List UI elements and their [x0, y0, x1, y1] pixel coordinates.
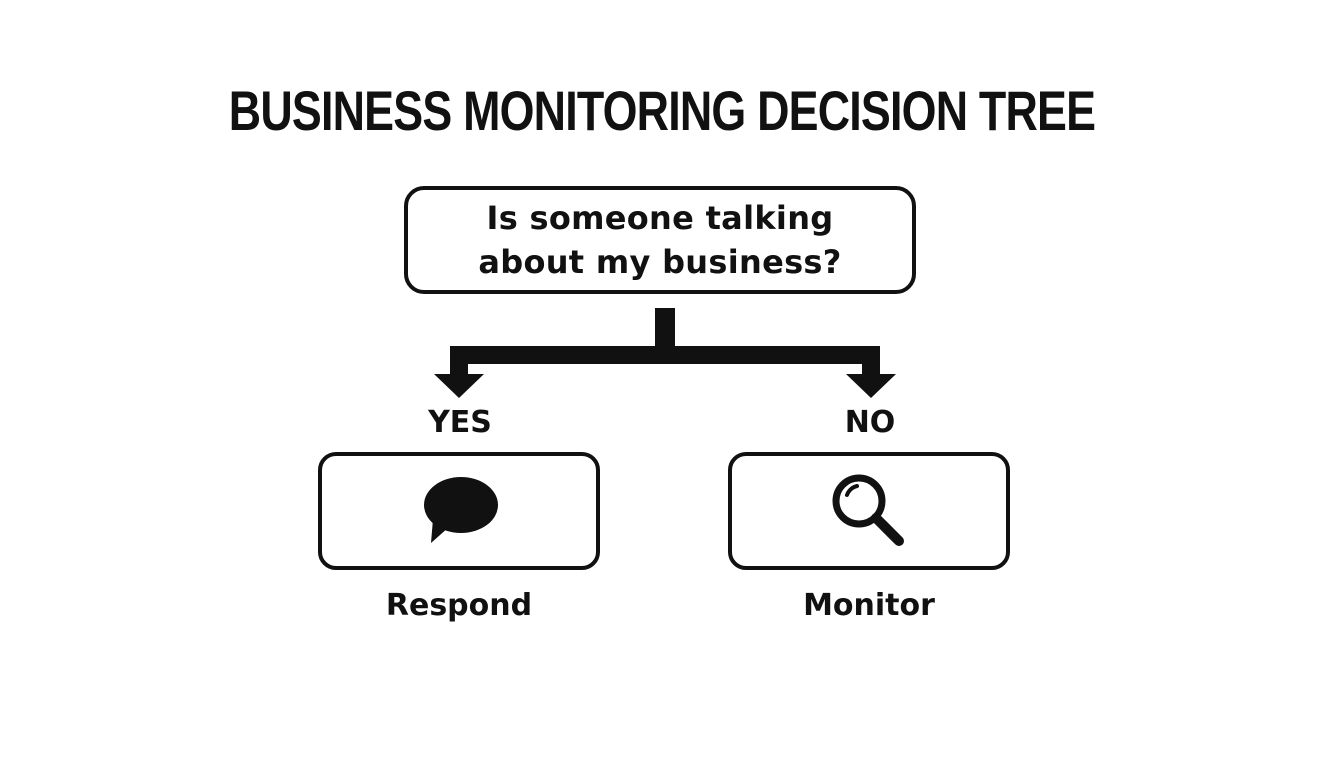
branch-label-yes: YES: [428, 405, 492, 440]
arrow-no: [846, 374, 896, 398]
speech-bubble-icon: [424, 477, 498, 543]
connector-left-drop: [450, 346, 468, 376]
branch-label-no: NO: [844, 405, 896, 440]
respond-label: Respond: [385, 588, 533, 623]
connector-bar: [450, 346, 880, 364]
connector-stem: [655, 308, 675, 354]
arrow-yes: [434, 374, 484, 398]
magnifying-glass-icon: [832, 474, 904, 546]
monitor-label: Monitor: [803, 588, 935, 623]
question-text: Is someone talking about my business?: [478, 199, 842, 281]
respond-node[interactable]: [318, 452, 600, 570]
diagram-title: BUSINESS MONITORING DECISION TREE: [228, 79, 1096, 142]
monitor-node[interactable]: [728, 452, 1010, 570]
connector-right-drop: [862, 346, 880, 376]
question-node: Is someone talking about my business?: [404, 186, 916, 294]
